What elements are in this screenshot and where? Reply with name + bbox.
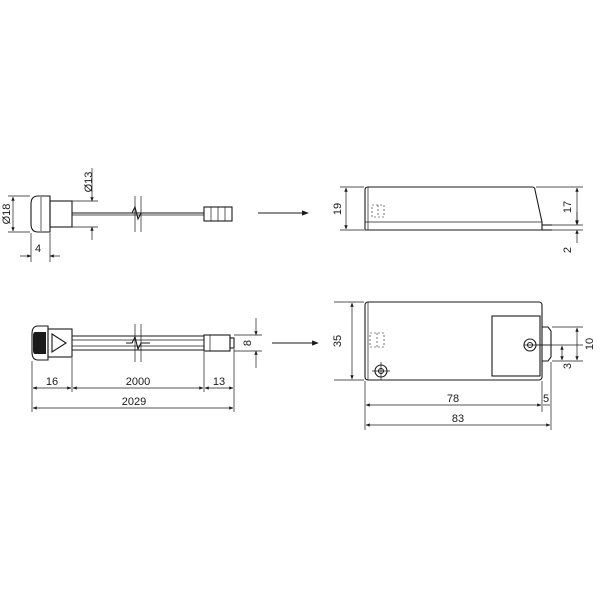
switch-symbol: [51, 332, 68, 354]
compartment: [491, 315, 541, 377]
dim-shaft-diameter: Ø13: [83, 172, 95, 193]
box-top-outline: [364, 301, 543, 381]
dim-plug-height: 8: [242, 340, 254, 346]
dim-switch-diameter: Ø18: [1, 204, 13, 225]
dim-overall-length: 2029: [122, 396, 146, 408]
dim-flange-thickness: 4: [35, 243, 41, 255]
dim-tab-width: 10: [584, 338, 596, 350]
box-side-outline: [364, 186, 543, 231]
dim-hole-offset: 3: [562, 363, 574, 369]
dim-left-length: 16: [46, 376, 58, 388]
switch-head: [31, 325, 49, 361]
dim-tab-length: 5: [543, 393, 549, 405]
box-side-view: 19 17 2: [332, 186, 583, 253]
mount-tab-top: [542, 326, 552, 362]
dim-box-width: 35: [332, 335, 344, 347]
dim-box-length: 78: [447, 393, 459, 405]
dim-cable-length: 2000: [126, 376, 150, 388]
switch-body: [47, 328, 73, 358]
dim-overall-box-length: 83: [452, 413, 464, 425]
switch-top-view: 8 16 2000 13 2029: [31, 318, 262, 412]
plug-top: [203, 334, 231, 352]
dim-box-height: 19: [332, 203, 344, 215]
switch-shaft: [49, 200, 73, 228]
dim-plug-length: 13: [213, 376, 225, 388]
dim-base-offset: 2: [562, 247, 574, 253]
dim-box-body-height: 17: [562, 201, 574, 213]
switch-side-view: Ø18 Ø13 4: [1, 168, 233, 262]
cable-break: [126, 205, 150, 221]
switch-flange: [30, 195, 51, 233]
box-top-view: 35 10 3 78 5 83: [332, 301, 596, 430]
cable-break-top: [126, 335, 150, 351]
